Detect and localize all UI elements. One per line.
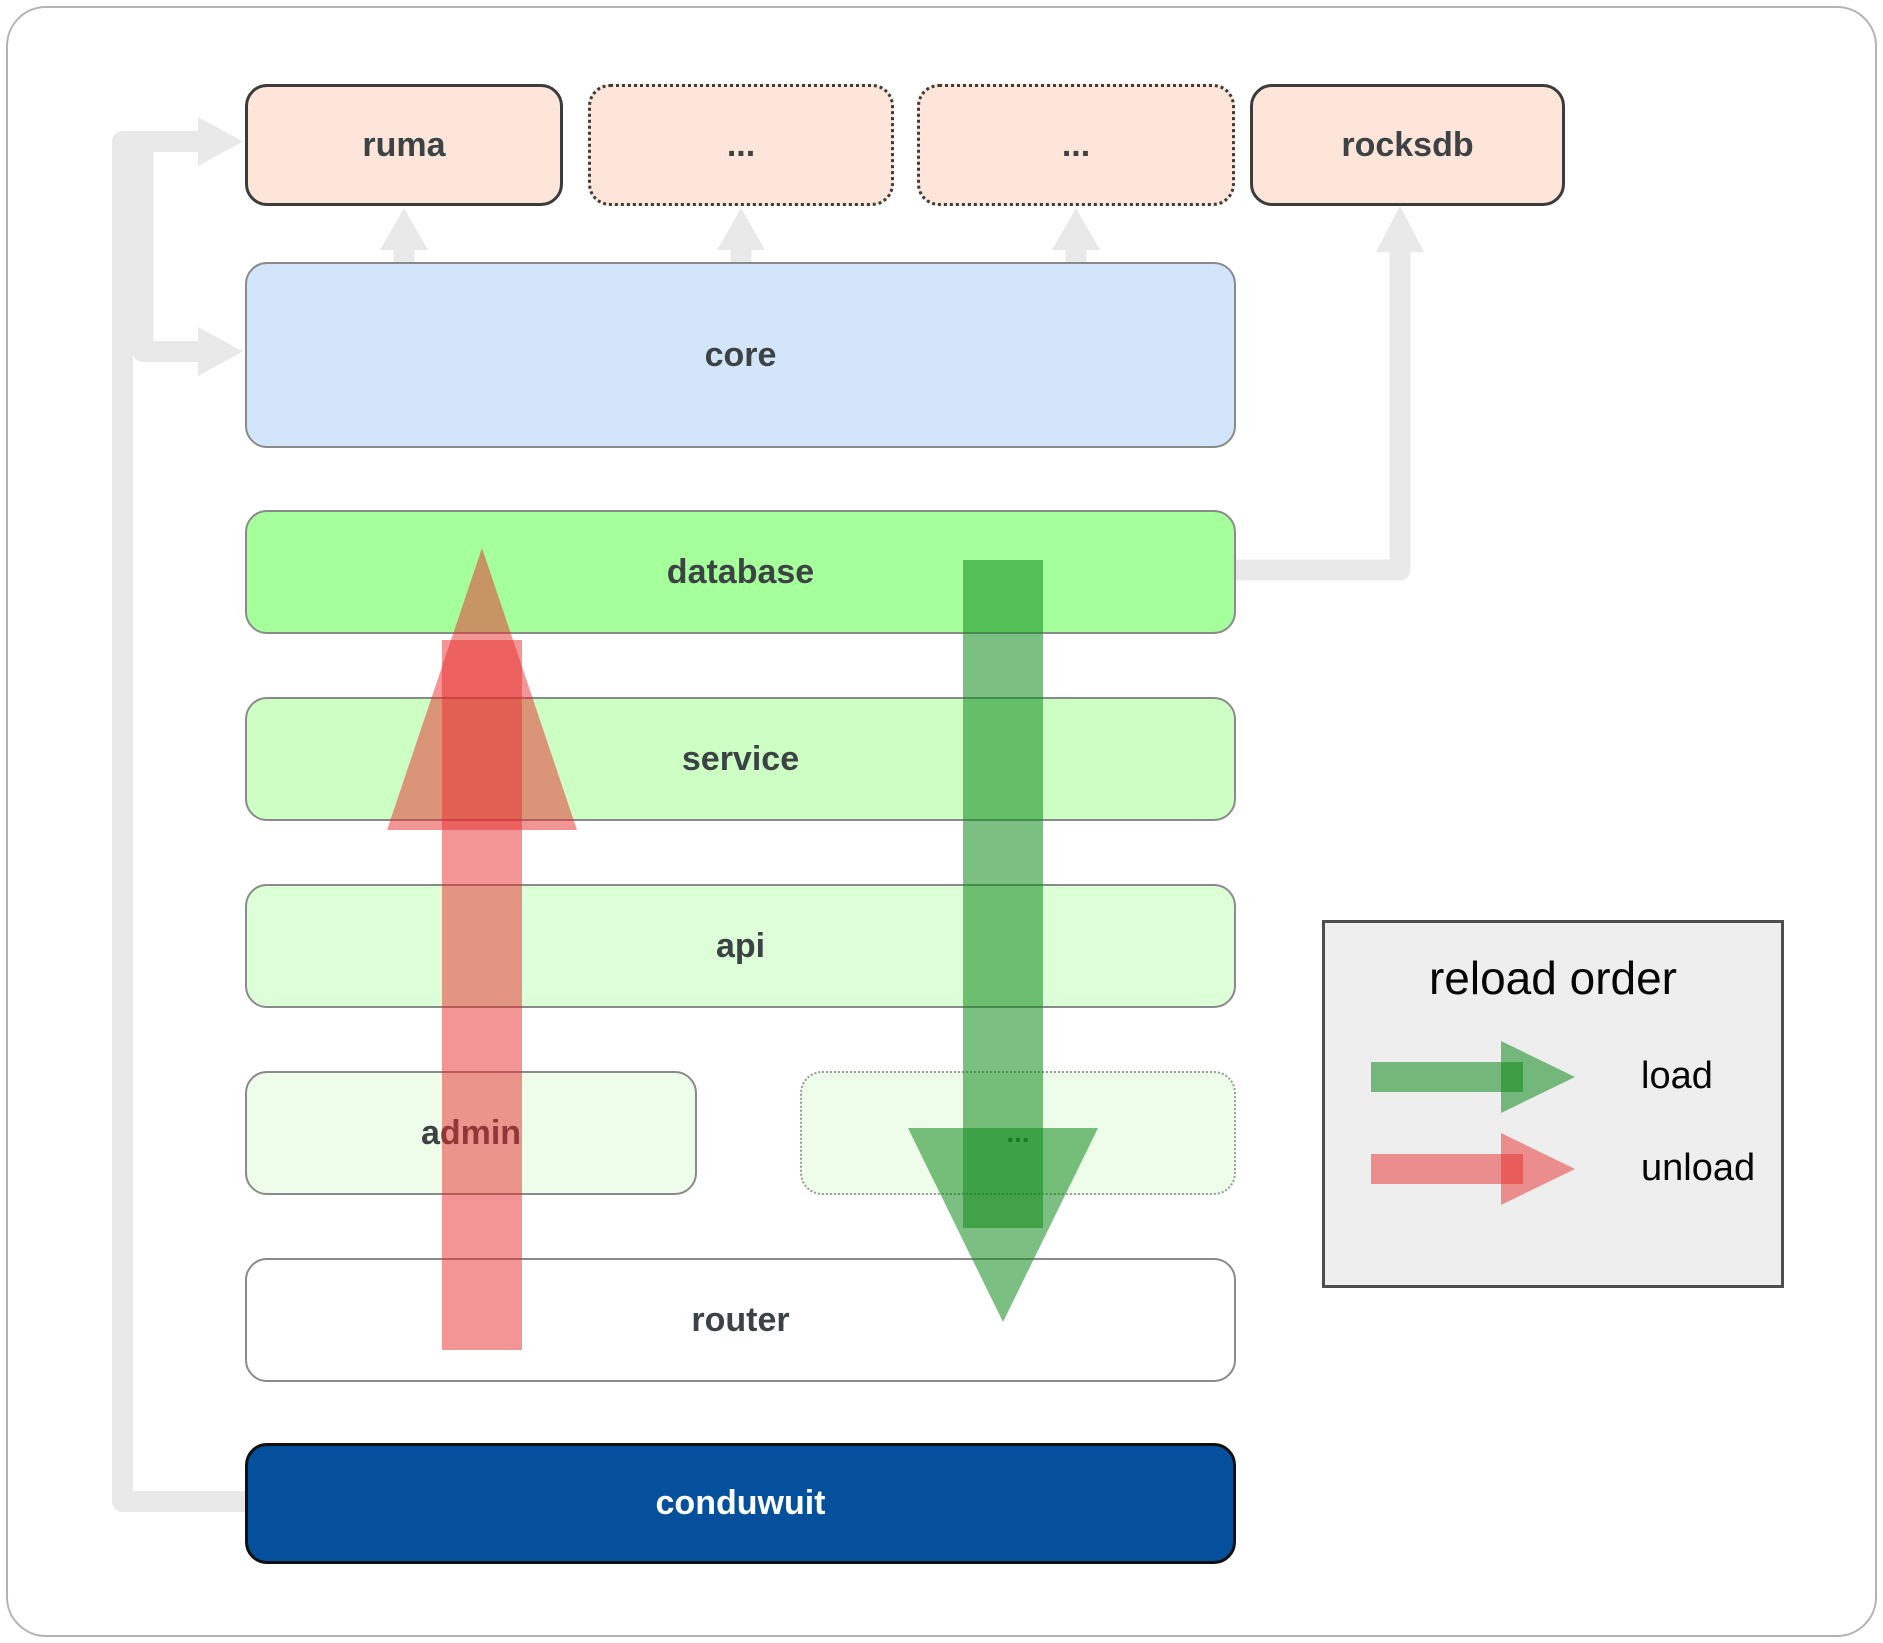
legend-unload-label: unload xyxy=(1641,1147,1756,1189)
arrowhead-into-ruma xyxy=(198,117,243,166)
box-database-label: database xyxy=(666,552,815,591)
box-ruma-label: ruma xyxy=(362,125,446,164)
legend-load-label: load xyxy=(1641,1055,1713,1097)
box-module-b: ... xyxy=(917,84,1235,206)
box-ruma: ruma xyxy=(245,84,563,206)
box-conduwuit: conduwuit xyxy=(245,1443,1236,1564)
outer-frame xyxy=(6,6,1877,1637)
arrowhead-up-module-b xyxy=(1052,208,1100,250)
box-api: api xyxy=(245,884,1236,1008)
box-database: database xyxy=(245,510,1236,634)
legend-load-arrow xyxy=(1371,1062,1523,1092)
box-router: router xyxy=(245,1258,1236,1382)
legend-title: reload order xyxy=(1428,952,1678,1004)
connector-conduwuit-to-core xyxy=(132,152,198,362)
box-api-label: api xyxy=(715,926,766,965)
box-conduwuit-label: conduwuit xyxy=(655,1484,826,1522)
load-arrow-shaft xyxy=(963,560,1043,1228)
legend: reload order load unload xyxy=(1322,920,1784,1288)
box-module-b-label: ... xyxy=(1061,125,1091,164)
box-service-label: service xyxy=(681,739,800,778)
box-module-a-label: ... xyxy=(726,125,756,164)
legend-unload-arrow xyxy=(1371,1154,1523,1184)
arrowhead-up-rocksdb xyxy=(1376,206,1424,252)
legend-load-arrowhead-icon xyxy=(1501,1041,1575,1113)
box-rocksdb: rocksdb xyxy=(1250,84,1565,206)
connector-database-to-rocksdb xyxy=(1236,250,1411,581)
box-core-label: core xyxy=(704,335,777,374)
connector-conduwuit-to-ruma xyxy=(112,131,246,1512)
arrowhead-into-core xyxy=(198,327,243,376)
box-router-label: router xyxy=(691,1300,790,1339)
box-module-a: ... xyxy=(588,84,894,206)
box-rocksdb-label: rocksdb xyxy=(1341,125,1474,164)
legend-unload-arrowhead-icon xyxy=(1501,1133,1575,1205)
box-core: core xyxy=(245,262,1236,448)
arrowhead-up-ruma xyxy=(380,208,428,250)
arrowhead-up-module-a xyxy=(717,208,765,250)
box-service: service xyxy=(245,697,1236,821)
